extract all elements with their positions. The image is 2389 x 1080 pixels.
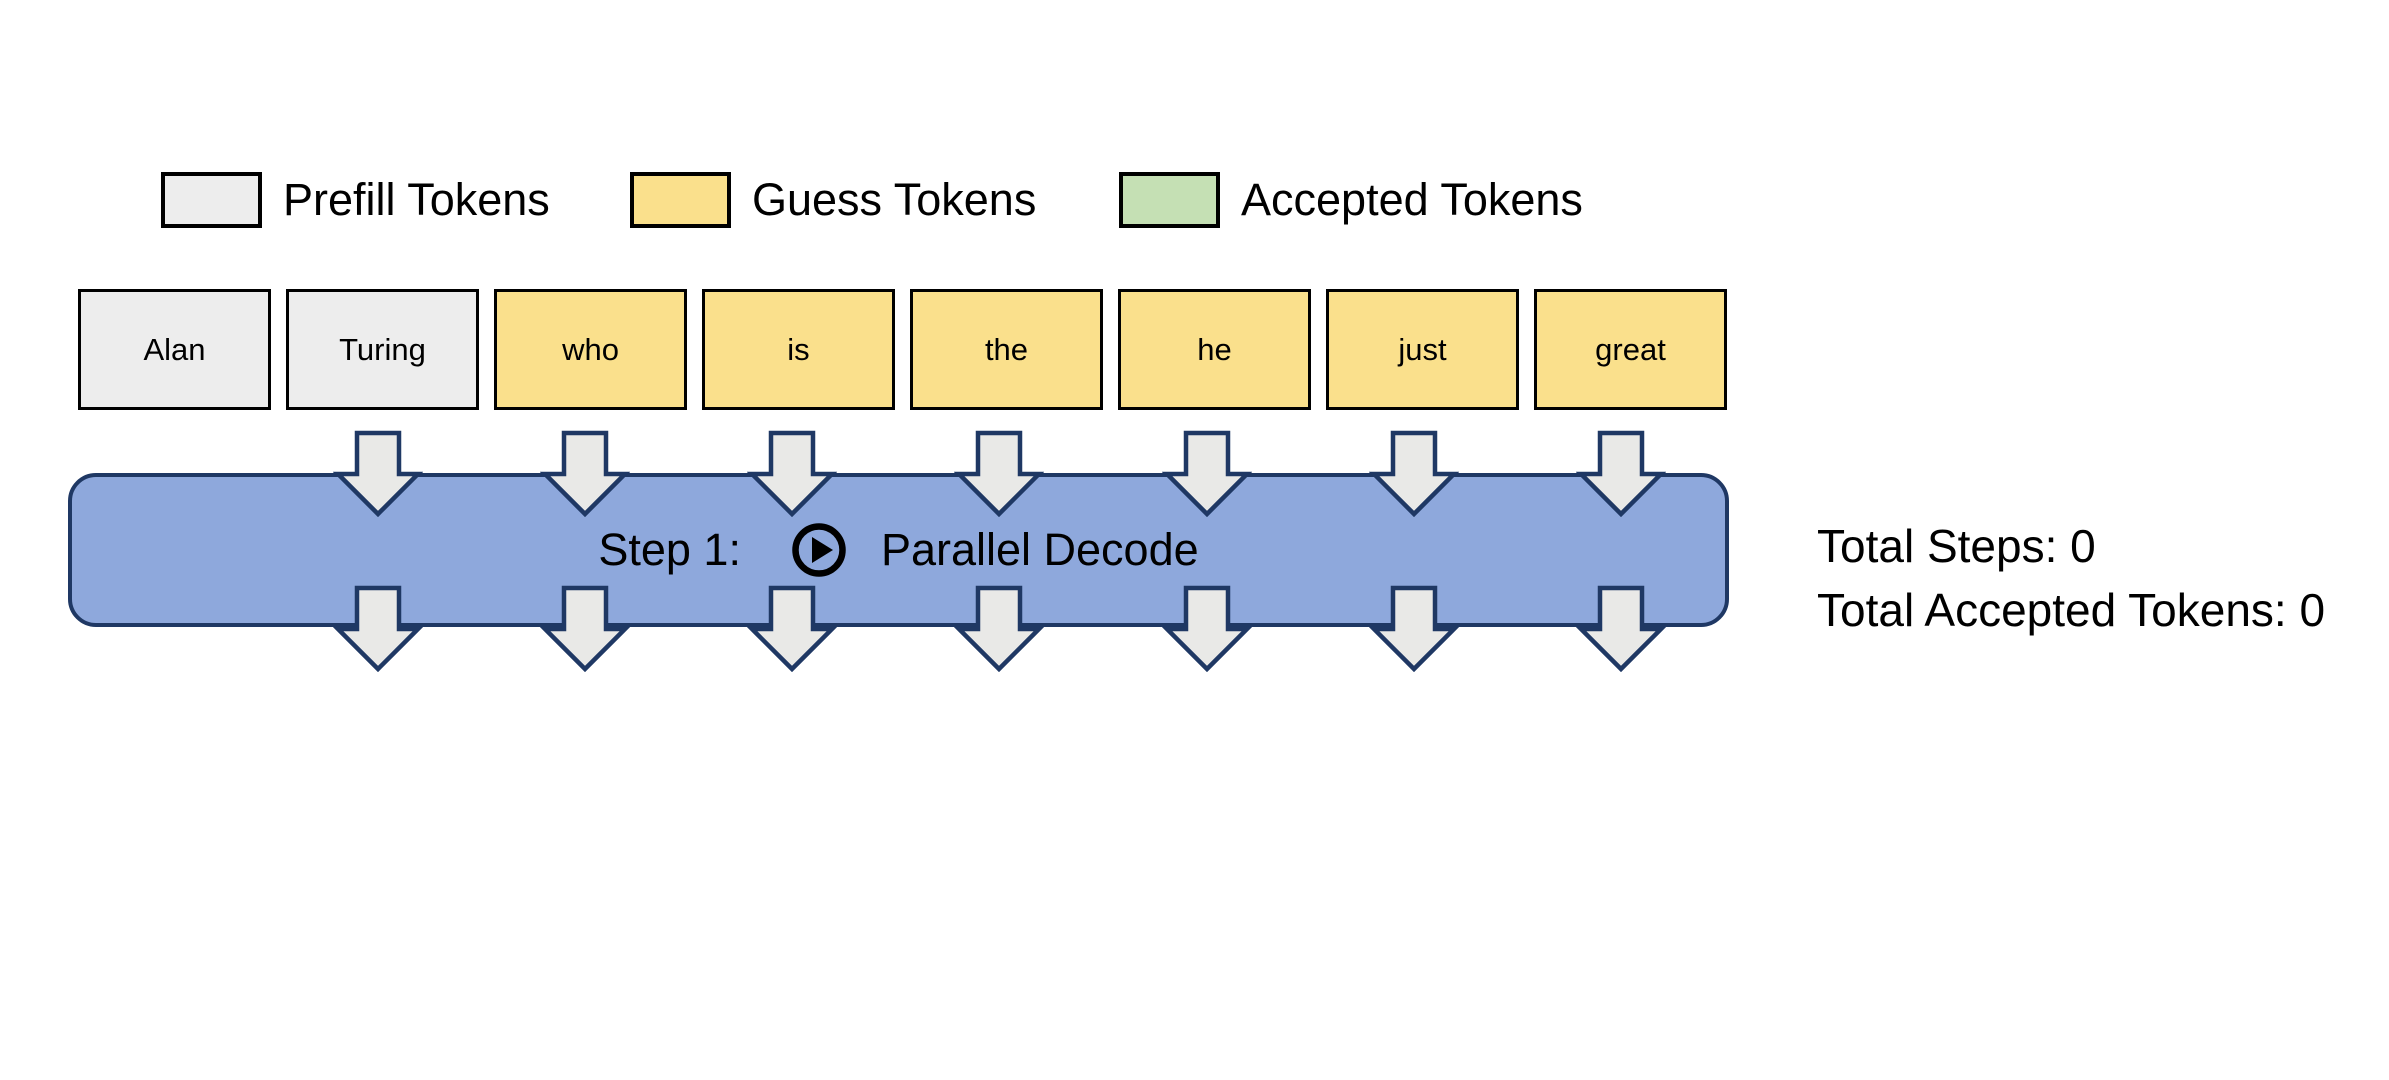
legend-swatch <box>1119 172 1220 228</box>
token-box-prefill: Alan <box>78 289 271 410</box>
down-arrow-icon-in <box>1369 430 1459 517</box>
token-text: who <box>562 331 619 367</box>
token-box-guess: he <box>1118 289 1311 410</box>
legend-label: Prefill Tokens <box>283 174 550 225</box>
down-arrow-icon-in <box>747 430 837 517</box>
down-arrow-icon-out <box>1162 585 1252 672</box>
step-label: Step 1: <box>598 524 741 575</box>
play-icon <box>792 523 846 577</box>
down-arrow-icon-in <box>1162 430 1252 517</box>
token-box-guess: just <box>1326 289 1519 410</box>
down-arrow-icon-out <box>954 585 1044 672</box>
parallel-decode-label: Parallel Decode <box>880 524 1199 575</box>
token-box-guess: great <box>1534 289 1727 410</box>
down-arrow-icon-out <box>333 585 423 672</box>
token-box-guess: who <box>494 289 687 410</box>
total-steps-text: Total Steps: 0 <box>1817 520 2096 572</box>
down-arrow-icon-out <box>747 585 837 672</box>
legend-label: Accepted Tokens <box>1241 174 1583 225</box>
total-accepted-tokens-text: Total Accepted Tokens: 0 <box>1817 584 2326 636</box>
token-box-prefill: Turing <box>286 289 479 410</box>
down-arrow-icon-in <box>333 430 423 517</box>
legend-item: Prefill Tokens <box>161 172 550 228</box>
stats-panel: Total Steps: 0 Total Accepted Tokens: 0 <box>1817 514 2325 642</box>
down-arrow-icon-in <box>954 430 1044 517</box>
legend-swatch <box>161 172 262 228</box>
token-box-guess: is <box>702 289 895 410</box>
token-text: great <box>1595 331 1666 367</box>
legend-label: Guess Tokens <box>752 174 1037 225</box>
down-arrow-icon-in <box>1576 430 1666 517</box>
token-box-guess: the <box>910 289 1103 410</box>
down-arrow-icon-in <box>540 430 630 517</box>
down-arrow-icon-out <box>1369 585 1459 672</box>
down-arrow-icon-out <box>540 585 630 672</box>
decode-step-bar: Step 1: Parallel Decode <box>68 473 1729 627</box>
token-text: he <box>1197 331 1232 367</box>
down-arrow-icon-out <box>1576 585 1666 672</box>
token-text: just <box>1398 331 1447 367</box>
token-text: the <box>984 331 1029 367</box>
token-text: Turing <box>339 331 426 367</box>
token-text: Alan <box>143 331 206 367</box>
legend-swatch <box>630 172 731 228</box>
legend-item: Accepted Tokens <box>1119 172 1583 228</box>
token-text: is <box>787 331 810 367</box>
legend-item: Guess Tokens <box>630 172 1036 228</box>
